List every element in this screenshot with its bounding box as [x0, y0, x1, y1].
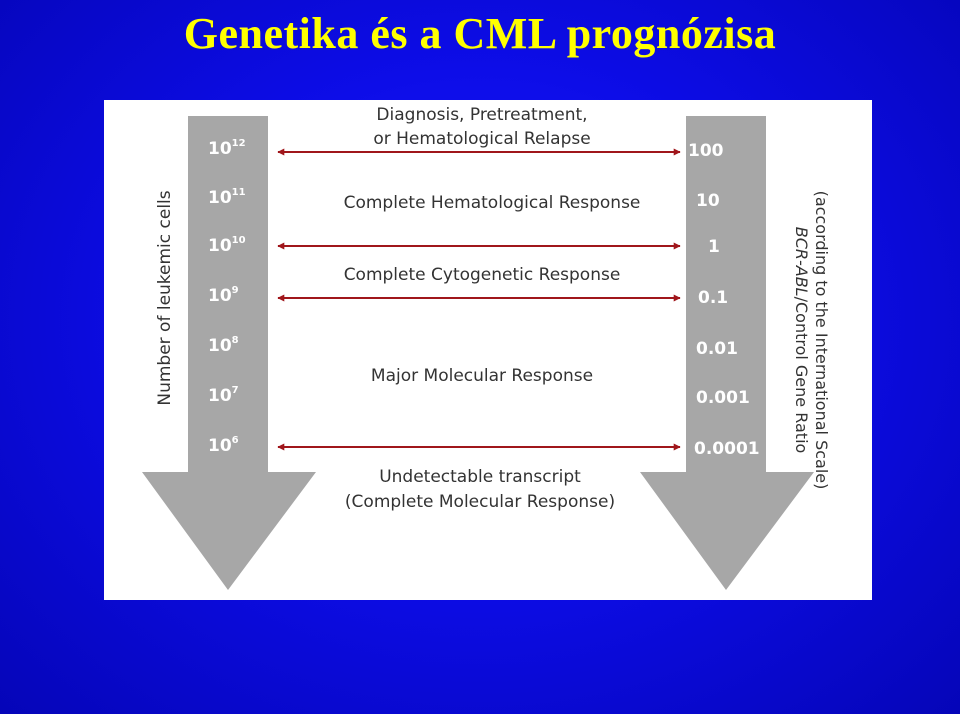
- diagram-canvas: Number of leukemic cells BCR-ABL/Control…: [142, 105, 831, 590]
- right-tick: 0.001: [696, 388, 750, 408]
- response-labels: Diagnosis, Pretreatment, or Hematologica…: [344, 105, 641, 512]
- left-axis-label: Number of leukemic cells: [155, 190, 175, 405]
- right-axis-label: BCR-ABL/Control Gene Ratio: [792, 227, 811, 454]
- left-tick: 1011: [208, 187, 246, 208]
- label-diagnosis-line2: or Hematological Relapse: [373, 129, 590, 149]
- left-down-arrow-shape: [142, 116, 316, 590]
- right-tick: 100: [688, 141, 724, 161]
- left-axis-ticks: 1012 1011 1010 109 108 107 106: [208, 138, 246, 456]
- cml-response-diagram: Number of leukemic cells BCR-ABL/Control…: [104, 100, 872, 600]
- slide-title: Genetika és a CML prognózisa: [183, 9, 777, 58]
- left-tick: 1012: [208, 138, 246, 159]
- label-ccr: Complete Cytogenetic Response: [344, 265, 621, 285]
- right-tick: 1: [708, 237, 720, 257]
- right-tick: 10: [696, 191, 720, 211]
- right-tick: 0.0001: [694, 439, 760, 459]
- right-tick: 0.1: [698, 288, 728, 308]
- label-undetectable-line2: (Complete Molecular Response): [345, 492, 615, 512]
- left-tick: 108: [208, 335, 239, 356]
- label-undetectable-line1: Undetectable transcript: [379, 467, 581, 487]
- label-mmr: Major Molecular Response: [371, 366, 593, 386]
- right-axis-ticks: 100 10 1 0.1 0.01 0.001 0.0001: [688, 141, 760, 459]
- label-chr: Complete Hematological Response: [344, 193, 641, 213]
- response-arrows: [277, 148, 681, 451]
- left-tick: 107: [208, 385, 239, 406]
- right-tick: 0.01: [696, 339, 738, 359]
- right-down-arrow-shape: [640, 116, 814, 590]
- left-tick: 106: [208, 435, 239, 456]
- right-axis-label-line1: /Control Gene Ratio: [792, 297, 811, 454]
- right-axis-label-line2: (according to the International Scale): [812, 191, 831, 490]
- label-diagnosis-line1: Diagnosis, Pretreatment,: [376, 105, 587, 125]
- left-tick: 1010: [208, 235, 246, 256]
- left-tick: 109: [208, 285, 239, 306]
- right-axis-label-italic: BCR-ABL: [792, 227, 811, 297]
